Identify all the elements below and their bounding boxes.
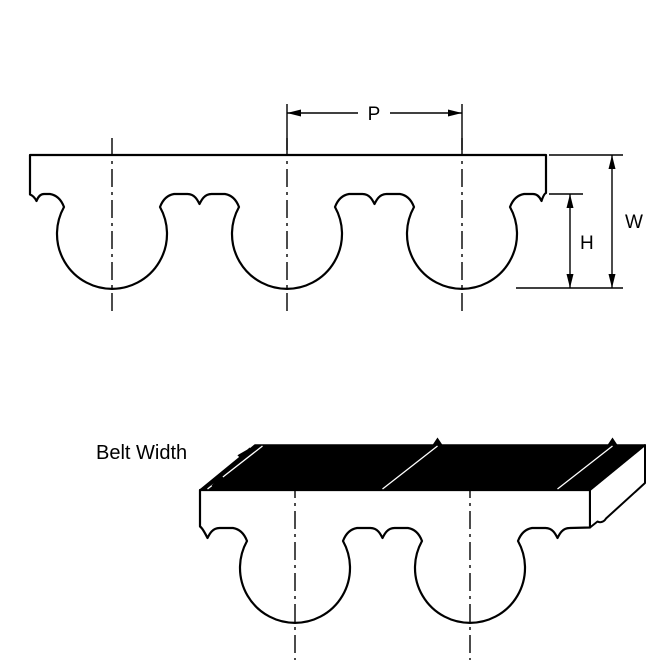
arrow-down-left-icon <box>212 473 225 486</box>
arrow-left-icon <box>287 109 301 117</box>
isometric-view: Belt Width <box>96 437 646 660</box>
profile-view: P W H <box>28 104 643 316</box>
pitch-dimension: P <box>286 104 463 150</box>
belt-width-label: Belt Width <box>96 442 187 464</box>
arrow-down-icon <box>608 274 616 288</box>
arrow-right-icon <box>448 109 462 117</box>
belt-width-dimension: Belt Width <box>96 442 251 487</box>
belt-cross-section <box>28 153 548 290</box>
back-edge-notch <box>607 437 618 445</box>
top-surface-seam <box>382 445 438 490</box>
belt-front-face <box>198 488 592 624</box>
arrow-up-icon <box>566 194 574 208</box>
belt-top-surface <box>199 444 646 491</box>
arrow-up-right-icon <box>237 448 250 461</box>
height-dimension: H <box>549 193 594 288</box>
arrow-down-icon <box>566 274 574 288</box>
back-edge-notch <box>432 437 443 445</box>
top-surface-seam <box>557 445 613 490</box>
tooth-height-label: H <box>580 233 594 254</box>
thickness-label: W <box>625 212 643 233</box>
pitch-label: P <box>368 104 381 125</box>
belt-end-face <box>589 444 646 529</box>
arrow-up-icon <box>608 155 616 169</box>
